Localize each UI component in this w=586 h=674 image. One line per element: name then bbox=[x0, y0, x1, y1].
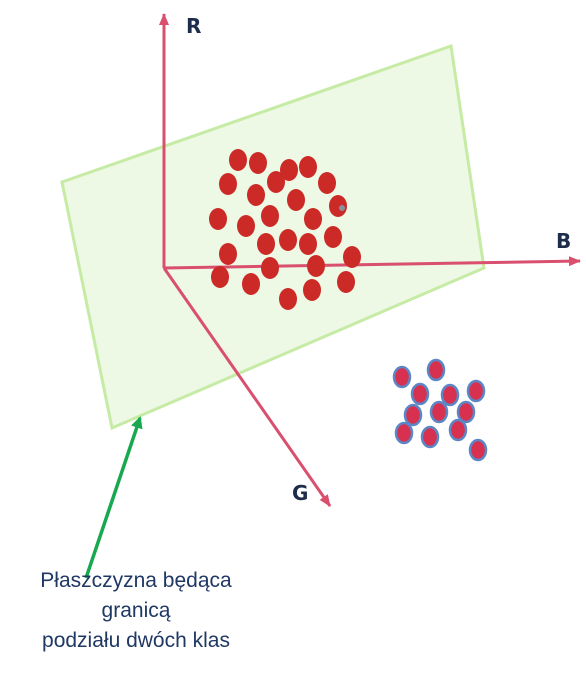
plane-caption: Płaszczyzna będąca granicą podziału dwóc… bbox=[0, 566, 272, 656]
caption-line-1: Płaszczyzna będąca bbox=[40, 569, 232, 592]
class-1-point bbox=[287, 189, 305, 211]
class-1-point bbox=[329, 195, 347, 217]
class-1-point bbox=[257, 233, 275, 255]
class-1-point bbox=[219, 173, 237, 195]
class-2-point bbox=[468, 438, 488, 462]
pointer-arrow bbox=[84, 416, 143, 579]
class-1-point bbox=[303, 279, 321, 301]
class-2-point bbox=[394, 421, 414, 445]
class-1-point bbox=[304, 208, 322, 230]
class-2-cluster bbox=[392, 358, 488, 462]
class-1-point bbox=[242, 273, 260, 295]
class-2-point bbox=[466, 379, 486, 403]
class-1-point bbox=[279, 288, 297, 310]
class-1-point bbox=[299, 156, 317, 178]
class-1-point bbox=[229, 149, 247, 171]
class-2-point bbox=[429, 400, 449, 424]
class-1-point bbox=[318, 172, 336, 194]
class-2-point bbox=[456, 400, 476, 424]
class-1-point bbox=[261, 205, 279, 227]
class-1-point bbox=[247, 184, 265, 206]
class-2-point bbox=[403, 403, 423, 427]
class-1-cluster bbox=[209, 149, 361, 310]
b-axis bbox=[163, 256, 581, 270]
class-1-point bbox=[280, 159, 298, 181]
class-2-point bbox=[440, 383, 460, 407]
class-1-point bbox=[324, 226, 342, 248]
caption-line-3: podziału dwóch klas bbox=[42, 629, 230, 652]
r-axis-label: R bbox=[186, 14, 201, 38]
decision-plane bbox=[60, 43, 486, 431]
class-2-point bbox=[392, 365, 412, 389]
class-2-point bbox=[420, 425, 440, 449]
class-1-point bbox=[267, 171, 285, 193]
g-axis bbox=[162, 267, 332, 507]
b-axis-label: B bbox=[556, 229, 571, 253]
class-1-point bbox=[299, 233, 317, 255]
class-1-point bbox=[211, 266, 229, 288]
class-1-point bbox=[307, 255, 325, 277]
class-2-point bbox=[410, 382, 430, 406]
class-1-point bbox=[279, 229, 297, 251]
class-1-point bbox=[237, 215, 255, 237]
caption-line-2: granicą bbox=[101, 599, 171, 622]
highlight-dot bbox=[339, 205, 345, 211]
class-1-point bbox=[249, 152, 267, 174]
class-1-point bbox=[209, 208, 227, 230]
class-1-point bbox=[343, 246, 361, 268]
g-axis-label: G bbox=[292, 481, 308, 505]
class-2-point bbox=[426, 358, 446, 382]
class-1-point bbox=[337, 271, 355, 293]
class-1-point bbox=[219, 243, 237, 265]
class-2-point bbox=[448, 418, 468, 442]
class-1-point bbox=[261, 257, 279, 279]
